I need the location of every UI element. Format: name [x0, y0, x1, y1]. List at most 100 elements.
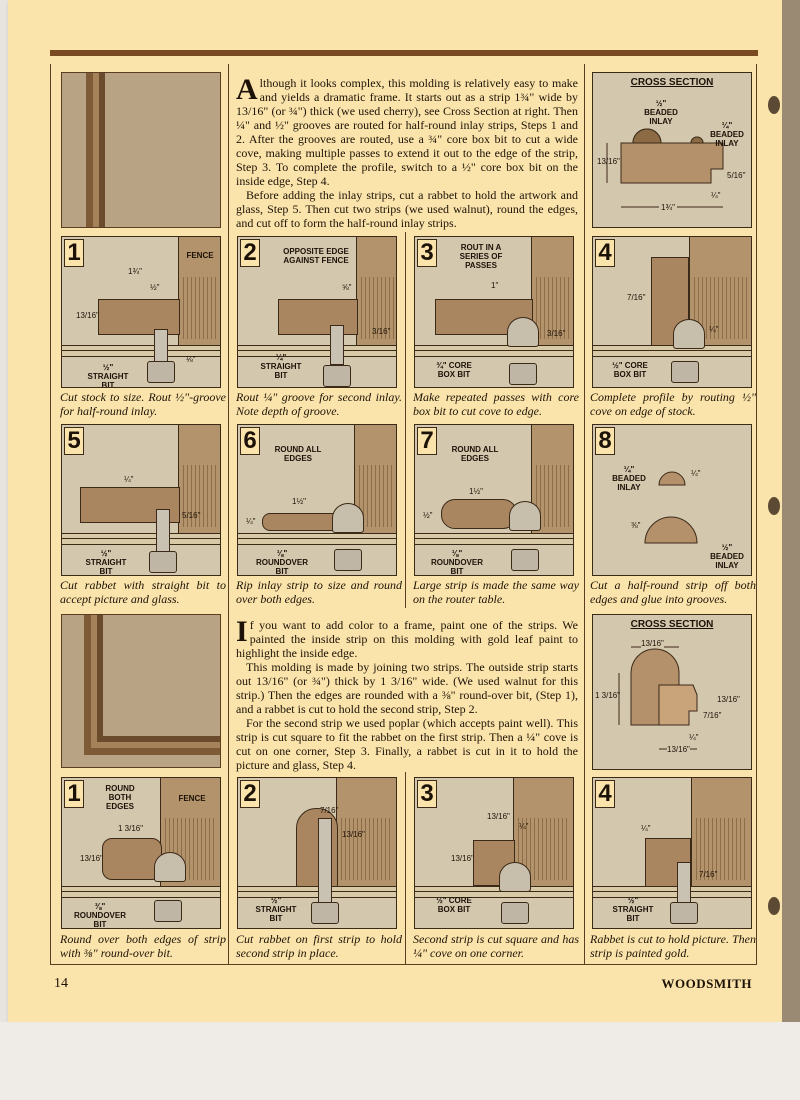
- step-number: 2: [240, 780, 260, 808]
- dim-cove: 7/16": [627, 293, 646, 302]
- dim-cove: ¼": [519, 822, 529, 831]
- page-edge: [782, 0, 800, 1025]
- dim-depth: 5/16": [182, 511, 201, 520]
- top-rule: [50, 50, 758, 56]
- step-number: 8: [595, 427, 615, 455]
- step-diagram: 8 ¼" BEADED INLAY ½" BEADED INLAY ¼" ⅜": [592, 424, 752, 576]
- label-half-beaded-inlay: ½" BEADED INLAY: [644, 99, 678, 126]
- binder-hole: [768, 897, 780, 915]
- step-diagram: 7 ROUND ALL EDGES ⅛" ROUNDOVER BIT 1½" ½…: [414, 424, 574, 576]
- dim-depth: 3/16": [372, 327, 391, 336]
- dim-height: 13/16": [597, 157, 620, 166]
- dim-large: ⅜": [631, 521, 641, 530]
- dim-height: 13/16": [342, 830, 365, 839]
- step-number: 1: [64, 239, 84, 267]
- dim-depth: 3/16": [547, 329, 566, 338]
- step-caption: Cut a half-round strip off both edges an…: [590, 578, 756, 606]
- dim-width: ¼": [641, 824, 651, 833]
- dim-width: 1¾": [659, 203, 677, 212]
- step-number: 1: [64, 780, 84, 808]
- label-bit: ½" STRAIGHT BIT: [255, 896, 297, 923]
- step-diagram: 3 ROUT IN A SERIES OF PASSES ¾" CORE BOX…: [414, 236, 574, 388]
- label-opposite-edge: OPPOSITE EDGE AGAINST FENCE: [283, 247, 349, 265]
- label-fence: FENCE: [178, 794, 206, 803]
- bottom-rule: [50, 964, 757, 965]
- label-bit: ⅛" ROUNDOVER BIT: [430, 549, 483, 576]
- step-caption: Cut stock to size. Rout ½"-groove for ha…: [60, 390, 226, 418]
- column-rule: [405, 232, 406, 608]
- dim-bottom-2: 13/16": [667, 745, 690, 754]
- step-number: 7: [417, 427, 437, 455]
- scan-background: [0, 1022, 800, 1100]
- step-caption: Rip inlay strip to size and round over b…: [236, 578, 402, 606]
- dim-height: 13/16": [451, 854, 474, 863]
- dim-width: ¼": [124, 475, 134, 484]
- intro-paragraph-1: lthough it looks complex, this molding i…: [236, 76, 578, 188]
- frame-photo: [61, 72, 221, 228]
- binder-hole: [768, 96, 780, 114]
- dim-offset: ⅝": [342, 283, 352, 292]
- label-bit: ⅜" ROUNDOVER BIT: [73, 902, 126, 929]
- cross-section-diagram: CROSS SECTION 13/16" 1 3/16" 13/16" 7/16…: [592, 614, 752, 770]
- column-rule: [584, 64, 585, 964]
- second-paragraph-2: This molding is made by joining two stri…: [236, 660, 578, 716]
- step-caption: Make repeated passes with core box bit t…: [413, 390, 579, 418]
- step-number: 3: [417, 780, 437, 808]
- label-bit: ⅛" ROUNDOVER BIT: [255, 549, 308, 576]
- step-caption: Cut rabbet with straight bit to accept p…: [60, 578, 226, 606]
- dim-thickness: 13/16": [76, 311, 99, 320]
- second-paragraph-1: f you want to add color to a frame, pain…: [236, 618, 578, 660]
- intro-paragraph-2: Before adding the inlay strips, cut a ra…: [236, 188, 578, 230]
- cross-section-title: CROSS SECTION: [630, 619, 714, 630]
- dim-width: 1": [491, 281, 499, 290]
- step-caption: Rout ¼" groove for second inlay. Note de…: [236, 390, 402, 418]
- dim-width: 13/16": [487, 812, 510, 821]
- dim-right: 5/16": [727, 171, 746, 180]
- dim-bottom: ¼": [711, 191, 721, 200]
- cross-section-title: CROSS SECTION: [630, 77, 714, 88]
- label-rout-passes: ROUT IN A SERIES OF PASSES: [459, 243, 503, 270]
- step-number: 6: [240, 427, 260, 455]
- binder-hole: [768, 497, 780, 515]
- label-round-edges: ROUND BOTH EDGES: [105, 784, 135, 811]
- step-number: 4: [595, 239, 615, 267]
- dim-left: 1 3/16": [595, 691, 621, 700]
- step-caption: Complete profile by routing ½" cove on e…: [590, 390, 756, 418]
- step-caption: Cut rabbet on first strip to hold second…: [236, 932, 402, 960]
- dim-rabbet: 7/16": [320, 806, 339, 815]
- step-number: 4: [595, 780, 615, 808]
- cross-section-diagram: CROSS SECTION ½" BEADED INLAY ¼" BEADED …: [592, 72, 752, 228]
- dim-depth: 7/16": [699, 870, 718, 879]
- label-small-inlay: ¼" BEADED INLAY: [612, 465, 646, 492]
- step-diagram: 4 ½" CORE BOX BIT 7/16" ¼": [592, 236, 752, 388]
- step-diagram: 2 OPPOSITE EDGE AGAINST FENCE ¼" STRAIGH…: [237, 236, 397, 388]
- magazine-name: WOODSMITH: [661, 976, 752, 991]
- step-diagram: 1 FENCE ½" STRAIGHT BIT 1¾" ½" 13/16" ⅛": [61, 236, 221, 388]
- column-rule: [50, 64, 51, 964]
- step-caption: Round over both edges of strip with ⅜" r…: [60, 932, 226, 960]
- label-bit: ½" STRAIGHT BIT: [87, 363, 129, 388]
- dim-groove: ½": [150, 283, 160, 292]
- step-diagram: 1 ROUND BOTH EDGES FENCE ⅜" ROUNDOVER BI…: [61, 777, 221, 929]
- dim-top: 13/16": [641, 639, 664, 648]
- step-number: 2: [240, 239, 260, 267]
- step-caption: Large strip is made the same way on the …: [413, 578, 579, 606]
- step-caption: Second strip is cut square and has ¼" co…: [413, 932, 579, 960]
- dim-width: 1¾": [128, 267, 142, 276]
- column-rule: [756, 64, 757, 964]
- step-number: 3: [417, 239, 437, 267]
- step-diagram: 6 ROUND ALL EDGES ⅛" ROUNDOVER BIT 1½" ¼…: [237, 424, 397, 576]
- step-diagram: 3 ½" CORE BOX BIT 13/16" ¼" 13/16": [414, 777, 574, 929]
- label-bit: ¾" CORE BOX BIT: [436, 361, 472, 379]
- dim-thickness: ¼": [246, 517, 256, 526]
- label-bit: ½" CORE BOX BIT: [612, 361, 648, 379]
- label-large-inlay: ½" BEADED INLAY: [710, 543, 744, 570]
- dim-width: 1½": [292, 497, 306, 506]
- dim-width: 1½": [469, 487, 483, 496]
- label-bit: ¼" STRAIGHT BIT: [260, 353, 302, 380]
- dim-right-2: 7/16": [703, 711, 722, 720]
- step-diagram: 4 ½" STRAIGHT BIT ¼" 7/16": [592, 777, 752, 929]
- dim-depth: ⅛": [186, 355, 196, 364]
